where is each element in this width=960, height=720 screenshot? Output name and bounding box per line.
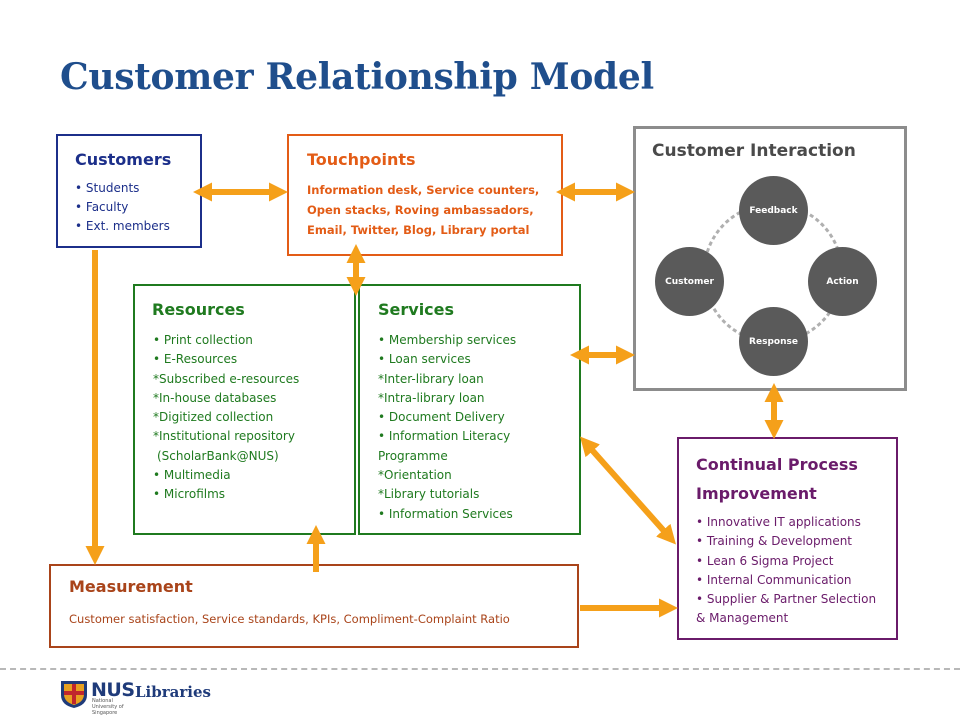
services-line: • Membership services	[378, 333, 517, 347]
nus-crest-icon	[61, 681, 87, 708]
services-line: Programme	[378, 448, 448, 463]
services-line: *Library tutorials	[378, 487, 480, 502]
resources-line: • Multimedia	[153, 468, 231, 483]
nus-logo-text: NUS	[91, 679, 135, 701]
cpi-line: • Lean 6 Sigma Project	[696, 553, 834, 568]
resources-line: (ScholarBank@NUS)	[157, 448, 279, 463]
customers-heading: Customers	[75, 150, 172, 169]
cpi-line: • Innovative IT applications	[696, 515, 861, 529]
cpi-heading: Continual Process Improvement	[696, 450, 858, 508]
response-node: Response	[739, 307, 808, 376]
services-line: • Loan services	[378, 352, 471, 367]
customer-interaction-box: Customer Interaction Feedback Action Res…	[633, 126, 907, 391]
feedback-node: Feedback	[739, 176, 808, 245]
resources-line: • E-Resources	[153, 352, 238, 367]
touchpoints-heading: Touchpoints	[307, 150, 416, 169]
touchpoints-text: Information desk, Service counters, Open…	[307, 180, 539, 240]
customers-item: • Faculty	[75, 200, 129, 214]
services-line: • Information Literacy	[378, 429, 511, 444]
cpi-line: • Supplier & Partner Selection	[696, 592, 877, 607]
resources-line: *Digitized collection	[153, 410, 274, 425]
footer-divider	[0, 668, 960, 670]
customers-list: • Students • Faculty • Ext. members	[75, 179, 170, 236]
resources-box: Resources • Print collection • E-Resourc…	[133, 284, 356, 535]
cpi-line: • Internal Communication	[696, 572, 852, 587]
resources-line: *Subscribed e-resources	[153, 371, 300, 386]
customers-item: • Ext. members	[75, 219, 170, 233]
cpi-line: & Management	[696, 611, 789, 626]
measurement-box: Measurement Customer satisfaction, Servi…	[49, 564, 579, 648]
customer-node: Customer	[655, 247, 724, 316]
services-box: Services • Membership services • Loan se…	[358, 284, 581, 535]
cpi-box: Continual Process Improvement • Innovati…	[677, 437, 898, 640]
libraries-label: Libraries	[135, 683, 211, 701]
resources-line: • Print collection	[153, 333, 253, 347]
services-line: • Information Services	[378, 506, 513, 521]
resources-line: *Institutional repository	[153, 429, 295, 444]
resources-list: • Print collection • E-Resources *Subscr…	[153, 331, 299, 505]
cpi-heading-line: Continual Process	[696, 455, 858, 474]
nus-logo-subtext: National University of Singapore	[92, 698, 124, 716]
services-line: *Inter-library loan	[378, 371, 484, 386]
measurement-text: Customer satisfaction, Service standards…	[69, 612, 510, 626]
resources-line: • Microfilms	[153, 487, 226, 502]
action-node: Action	[808, 247, 877, 316]
cpi-line: • Training & Development	[696, 534, 853, 549]
touchpoints-line: Information desk, Service counters,	[307, 183, 540, 197]
arrow-services-cpi	[580, 436, 676, 545]
customers-item: • Students	[75, 181, 140, 195]
touchpoints-line: Open stacks, Roving ambassadors,	[307, 203, 534, 217]
services-line: • Document Delivery	[378, 410, 505, 425]
resources-line: *In-house databases	[153, 390, 277, 405]
page-title: Customer Relationship Model	[60, 56, 654, 98]
services-heading: Services	[378, 300, 455, 319]
customer-interaction-heading: Customer Interaction	[652, 141, 856, 161]
cpi-list: • Innovative IT applications • Training …	[696, 513, 876, 629]
touchpoints-line: Email, Twitter, Blog, Library portal	[307, 223, 530, 237]
measurement-heading: Measurement	[69, 577, 193, 596]
services-line: *Orientation	[378, 468, 452, 483]
resources-heading: Resources	[152, 300, 245, 319]
cpi-heading-line: Improvement	[696, 484, 817, 503]
services-list: • Membership services • Loan services *I…	[378, 331, 516, 524]
services-line: *Intra-library loan	[378, 390, 485, 405]
customers-box: Customers • Students • Faculty • Ext. me…	[56, 134, 202, 248]
touchpoints-box: Touchpoints Information desk, Service co…	[287, 134, 563, 256]
